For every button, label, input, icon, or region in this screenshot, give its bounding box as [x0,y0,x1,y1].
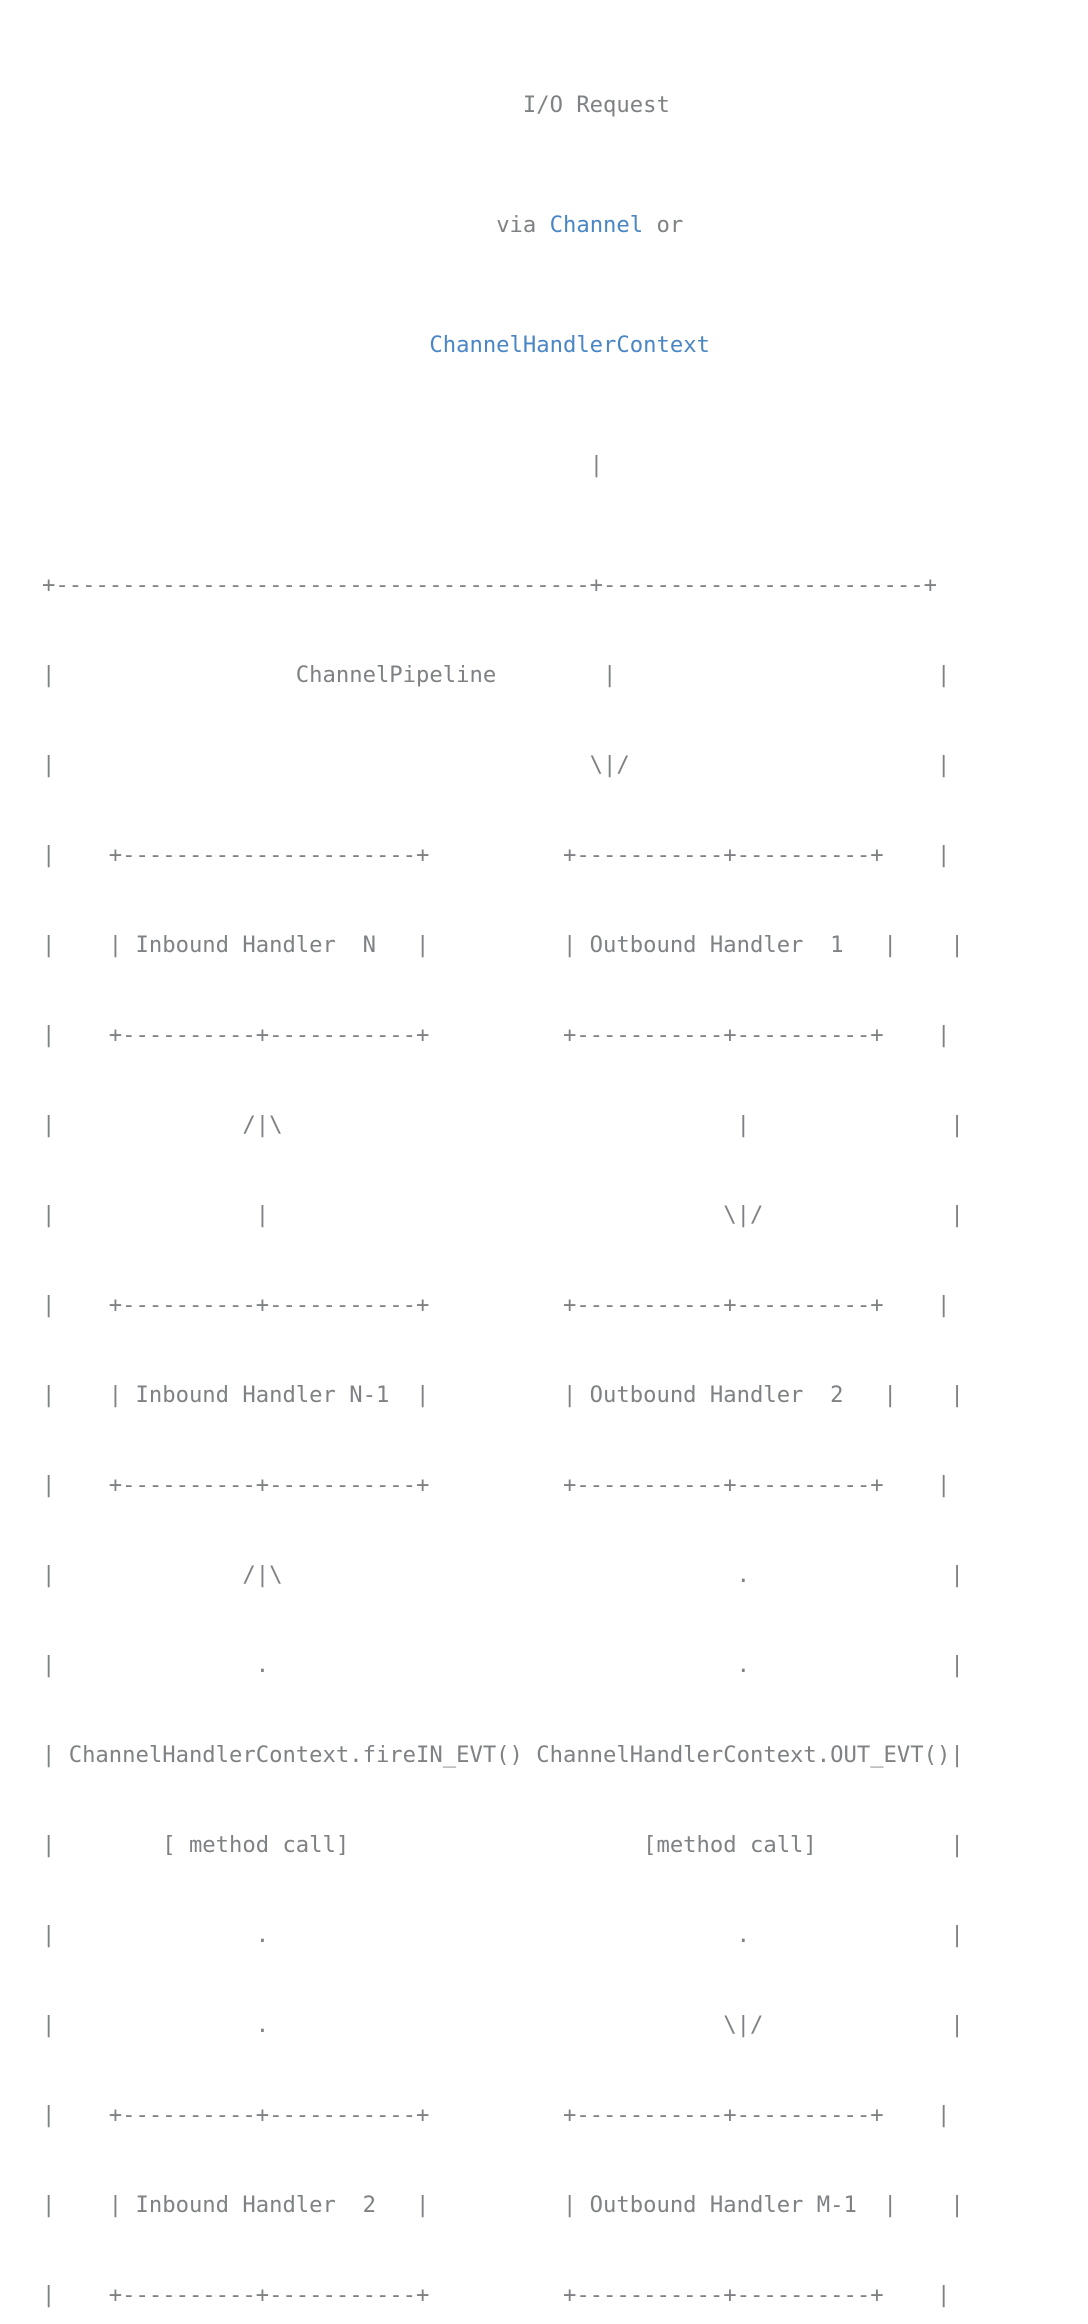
channelhandlercontext-link[interactable]: ChannelHandlerContext [429,332,710,358]
handler-row-inbound-n-outbound-1: | | Inbound Handler N | | Outbound Handl… [42,932,964,958]
channel-link[interactable]: Channel [549,212,644,238]
header-spacer [42,452,590,478]
header-spacer [42,212,496,238]
header-or-label: or [643,212,684,238]
handler-box-border-row-4: | +----------+-----------+ +-----------+… [42,1472,951,1498]
vertical-connector-icon: | [589,452,604,478]
handler-box-border-row-6: | +----------+-----------+ +-----------+… [42,2282,951,2308]
header-spacer [42,332,429,358]
arrow-row-1: | /|\ | | [42,1112,964,1138]
handler-row-inbound-n1-outbound-2: | | Inbound Handler N-1 | | Outbound Han… [42,1382,964,1408]
handler-box-border-row-5: | +----------+-----------+ +-----------+… [42,2102,951,2128]
arrow-row-3: | /|\ . | [42,1562,964,1588]
header-via-label: via [496,212,550,238]
handler-box-border-row-3: | +----------+-----------+ +-----------+… [42,1292,951,1318]
method-call-note-row: | [ method call] [method call] | [42,1832,964,1858]
dots-row-1: | . . | [42,1652,964,1678]
header-connector-line: | [0,450,964,480]
outbound-arrow-row-1: | \|/ | [42,752,951,778]
handler-box-border-row-2: | +----------+-----------+ +-----------+… [42,1022,951,1048]
handler-row-inbound-2-outbound-m1: | | Inbound Handler 2 | | Outbound Handl… [42,2192,964,2218]
dots-row-3: | . \|/ | [42,2012,964,2038]
handler-box-border-row-1: | +----------------------+ +-----------+… [42,842,951,868]
dots-row-2: | . . | [42,1922,964,1948]
netty-pipeline-ascii-diagram: I/O Request via Channel or ChannelHandle… [0,90,964,2308]
arrow-row-2: | | \|/ | [42,1202,964,1228]
method-call-signature-row: | ChannelHandlerContext.fireIN_EVT() Cha… [42,1742,964,1768]
header-io-request-label: I/O Request [522,92,670,118]
pipeline-box-top-border: +---------------------------------------… [42,572,937,598]
header-spacer [42,92,523,118]
header-io-request-line: I/O Request [0,90,964,120]
header-via-channel-line: via Channel or [0,210,964,240]
pipeline-title-row: | ChannelPipeline | | [42,662,951,688]
header-channelhandlercontext-line: ChannelHandlerContext [0,330,964,360]
